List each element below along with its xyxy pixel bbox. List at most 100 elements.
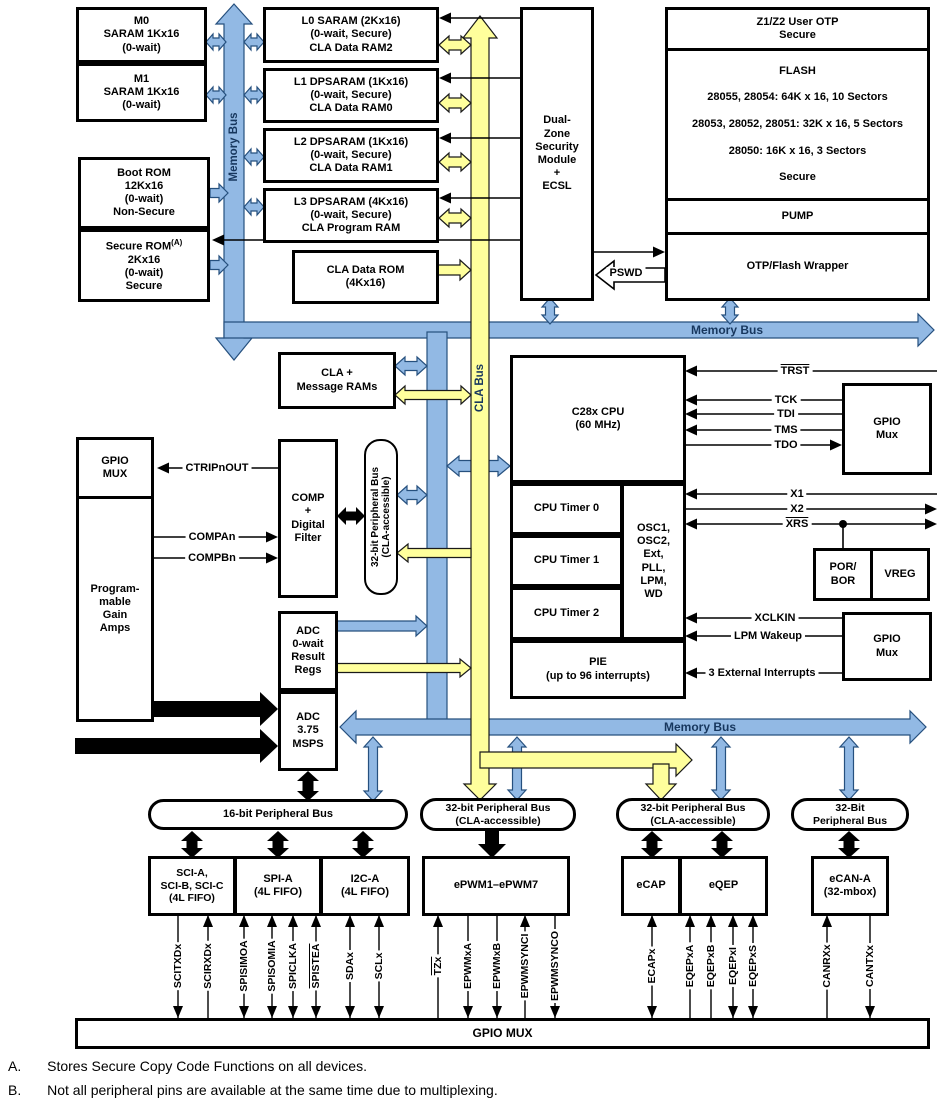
bus32-cla-epwm-oval: 32-bit Peripheral Bus (CLA-accessible) <box>420 798 576 831</box>
flash-size-1: 28055, 28054: 64K x 16, 10 Sectors <box>707 91 888 104</box>
block-spi: SPI-A (4L FIFO) <box>234 856 322 916</box>
pin-ecapx: ECAPx <box>646 946 658 986</box>
footnote-b-key: B. <box>8 1082 22 1098</box>
flash-section-pump: PUMP <box>668 201 927 235</box>
tdi-label: TDI <box>774 408 798 420</box>
block-eqep: eQEP <box>679 856 768 916</box>
block-cpu-timer2: CPU Timer 2 <box>510 587 623 640</box>
pin-tzx: TZx <box>432 954 444 978</box>
bus16-peripheral-oval: 16-bit Peripheral Bus <box>148 799 408 830</box>
flash-size-3: 28050: 16K x 16, 3 Sectors <box>728 144 867 157</box>
black-arrows <box>75 507 860 858</box>
compbn-label: COMPBn <box>185 552 239 564</box>
footnote-a-text: Stores Secure Copy Code Functions on all… <box>47 1058 367 1074</box>
block-pie: PIE (up to 96 interrupts) <box>510 640 686 699</box>
pin-epwmsynco: EPWMSYNCO <box>549 928 561 1004</box>
pin-epwmxb: EPWMxB <box>491 940 503 992</box>
bus32-cla-vertical-label: 32-bit Peripheral Bus (CLA-accessible) <box>370 466 392 568</box>
bus32-peripheral-oval: 32-Bit Peripheral Bus <box>791 798 909 831</box>
block-security-module: Dual- Zone Security Module + ECSL <box>520 7 594 301</box>
secure-rom-title: Secure ROM(A) <box>105 237 183 253</box>
block-comp-digital-filter: COMP + Digital Filter <box>278 439 338 598</box>
block-cla-message-rams: CLA + Message RAMs <box>278 352 396 409</box>
block-flash-complex: Z1/Z2 User OTP Secure FLASH 28055, 28054… <box>665 7 930 301</box>
memory-bus-top-label: Memory Bus <box>690 323 764 337</box>
flash-section-flash: FLASH 28055, 28054: 64K x 16, 10 Sectors… <box>668 51 927 201</box>
lpm-wakeup-label: LPM Wakeup <box>730 630 806 642</box>
pin-cantxx: CANTXx <box>864 942 876 990</box>
tms-label: TMS <box>771 424 801 436</box>
block-adc-result-regs: ADC 0-wait Result Regs <box>278 611 338 691</box>
memory-bus-vertical-label: Memory Bus <box>228 112 240 182</box>
footnote-a-key: A. <box>8 1058 22 1074</box>
block-por-bor: POR/ BOR <box>813 548 873 601</box>
block-sci: SCI-A, SCI-B, SCI-C (4L FIFO) <box>148 856 236 916</box>
tdo-label: TDO <box>771 439 801 451</box>
x2-label: X2 <box>787 503 807 515</box>
block-m1-saram: M1 SARAM 1Kx16 (0-wait) <box>76 63 207 122</box>
pin-spistea: SPISTEA <box>310 941 322 991</box>
memory-bus-bottom-label: Memory Bus <box>663 720 737 734</box>
footnote-a: A. Stores Secure Copy Code Functions on … <box>8 1058 367 1074</box>
pin-eqepxi: EQEPxI <box>727 945 739 987</box>
flash-secure-label: Secure <box>779 171 816 184</box>
pin-sclx: SCLx <box>373 950 385 982</box>
xrs-label: XRS <box>782 518 812 530</box>
block-cpu-timer1: CPU Timer 1 <box>510 535 623 587</box>
flash-title: FLASH <box>779 64 816 77</box>
external-interrupts-label: 3 External Interrupts <box>705 667 819 679</box>
compan-label: COMPAn <box>185 531 239 543</box>
pin-eqepxb: EQEPxB <box>705 942 717 990</box>
bus32-cla-ecap-oval: 32-bit Peripheral Bus (CLA-accessible) <box>616 798 770 831</box>
footnote-b: B. Not all peripheral pins are available… <box>8 1082 498 1098</box>
yellow-branch-arrows <box>336 34 472 679</box>
pin-spisomia: SPISOMIA <box>266 938 278 994</box>
block-boot-rom: Boot ROM 12Kx16 (0-wait) Non-Secure <box>78 157 210 229</box>
flash-size-2: 28053, 28052, 28051: 32K x 16, 5 Sectors <box>692 117 903 130</box>
block-epwm: ePWM1–ePWM7 <box>422 856 570 916</box>
pin-spiclka: SPICLKA <box>287 940 299 992</box>
secure-rom-detail: 2Kx16 (0-wait) Secure <box>124 253 164 293</box>
ctripnout-label: CTRIPnOUT <box>182 462 252 474</box>
pin-canrxx: CANRXx <box>821 942 833 990</box>
block-cla-data-rom: CLA Data ROM (4Kx16) <box>292 250 439 304</box>
block-gpio-mux-bottom: GPIO MUX <box>75 1018 930 1049</box>
block-gpio-mux-left: GPIO MUX <box>76 437 154 499</box>
pin-scirxdx: SCIRXDx <box>202 941 214 991</box>
block-osc-pll: OSC1, OSC2, Ext, PLL, LPM, WD <box>621 483 686 640</box>
block-adc: ADC 3.75 MSPS <box>278 691 338 771</box>
pin-eqepxa: EQEPxA <box>684 942 696 990</box>
block-l3-dpsaram: L3 DPSARAM (4Kx16) (0-wait, Secure) CLA … <box>263 188 439 243</box>
trst-label: TRST <box>777 365 813 377</box>
pin-epwmxa: EPWMxA <box>462 940 474 992</box>
xclkin-label: XCLKIN <box>751 612 799 624</box>
block-secure-rom: Secure ROM(A) 2Kx16 (0-wait) Secure <box>78 229 210 302</box>
flash-section-user-otp: Z1/Z2 User OTP Secure <box>668 10 927 51</box>
flash-section-wrapper: OTP/Flash Wrapper <box>746 259 849 272</box>
pin-epwmsynci: EPWMSYNCI <box>519 931 531 1001</box>
block-gpio-mux-clk: GPIO Mux <box>842 612 932 681</box>
pin-spisimoa: SPISIMOA <box>238 938 250 994</box>
block-programmable-gain-amps: Program- mable Gain Amps <box>76 496 154 722</box>
memory-bus-vertical <box>214 3 254 361</box>
block-i2c: I2C-A (4L FIFO) <box>320 856 410 916</box>
block-gpio-mux-jtag: GPIO Mux <box>842 383 932 475</box>
block-cpu-timer0: CPU Timer 0 <box>510 483 623 535</box>
pin-sdax: SDAx <box>344 949 356 983</box>
block-ecan: eCAN-A (32-mbox) <box>811 856 889 916</box>
memory-bus-horizontal-top <box>223 312 935 348</box>
block-l0-saram: L0 SARAM (2Kx16) (0-wait, Secure) CLA Da… <box>263 7 439 63</box>
pin-eqepxs: EQEPxS <box>747 942 759 990</box>
blue-branch-arrows <box>205 32 860 802</box>
block-vreg: VREG <box>870 548 930 601</box>
block-bus32-cla-vertical: 32-bit Peripheral Bus (CLA-accessible) <box>364 439 398 595</box>
pswd-label: PSWD <box>606 267 646 279</box>
block-c28x-cpu: C28x CPU (60 MHz) <box>510 355 686 483</box>
cla-bus-label: CLA Bus <box>474 363 486 413</box>
block-ecap: eCAP <box>621 856 681 916</box>
block-m0-saram: M0 SARAM 1Kx16 (0-wait) <box>76 7 207 63</box>
block-l1-dpsaram: L1 DPSARAM (1Kx16) (0-wait, Secure) CLA … <box>263 68 439 123</box>
x1-label: X1 <box>787 488 807 500</box>
